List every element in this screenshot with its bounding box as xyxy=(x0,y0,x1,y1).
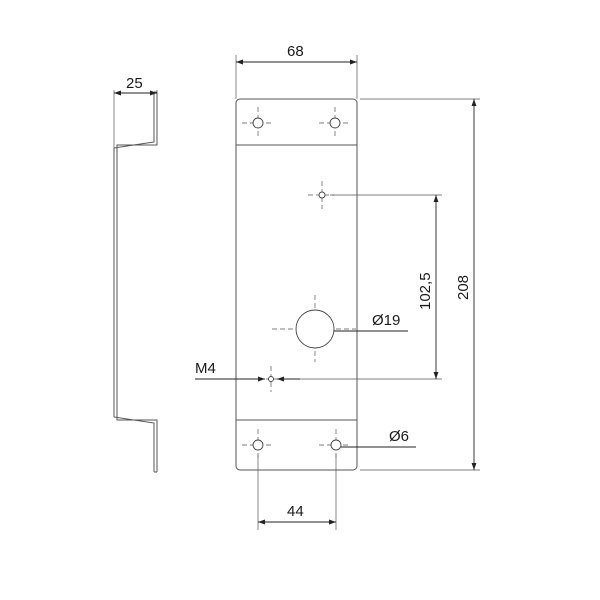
hole-circle xyxy=(268,376,274,382)
upper-small-hole xyxy=(308,181,334,209)
plate-width-dimension: 68 xyxy=(235,43,358,99)
hole-circle xyxy=(252,117,264,129)
hole-offset-dimension: 102,5 xyxy=(285,194,442,380)
hole-spacing-dimension: 44 xyxy=(257,455,337,530)
center-hole-callout-label: Ø19 xyxy=(372,312,400,329)
small-holes-callout: Ø6 xyxy=(341,428,416,448)
hole-spacing-label: 44 xyxy=(287,503,304,520)
plate-height-label: 208 xyxy=(455,275,472,300)
small-holes-callout-label: Ø6 xyxy=(389,428,409,445)
side-depth-label: 25 xyxy=(126,75,143,92)
hole-circle xyxy=(318,191,326,199)
hole-offset-label: 102,5 xyxy=(417,272,434,310)
plate-outline xyxy=(235,98,358,471)
thread-callout: M4 xyxy=(195,360,300,382)
hole-circle xyxy=(252,439,264,451)
plate-height-dimension: 208 xyxy=(360,98,480,471)
hole-circle xyxy=(329,117,341,129)
center-large-hole xyxy=(272,295,356,362)
top-left-hole xyxy=(242,107,274,139)
center-hole-callout: Ø19 xyxy=(334,312,408,332)
bottom-right-hole xyxy=(319,429,351,461)
side-profile-outline xyxy=(113,91,158,473)
plate-width-label: 68 xyxy=(287,43,304,60)
hole-circle xyxy=(330,439,342,451)
thread-callout-label: M4 xyxy=(195,360,216,377)
top-right-hole xyxy=(319,107,351,139)
large-hole-circle xyxy=(295,309,335,349)
side-profile-view: 25 xyxy=(113,75,158,473)
front-plate-view xyxy=(235,98,358,471)
